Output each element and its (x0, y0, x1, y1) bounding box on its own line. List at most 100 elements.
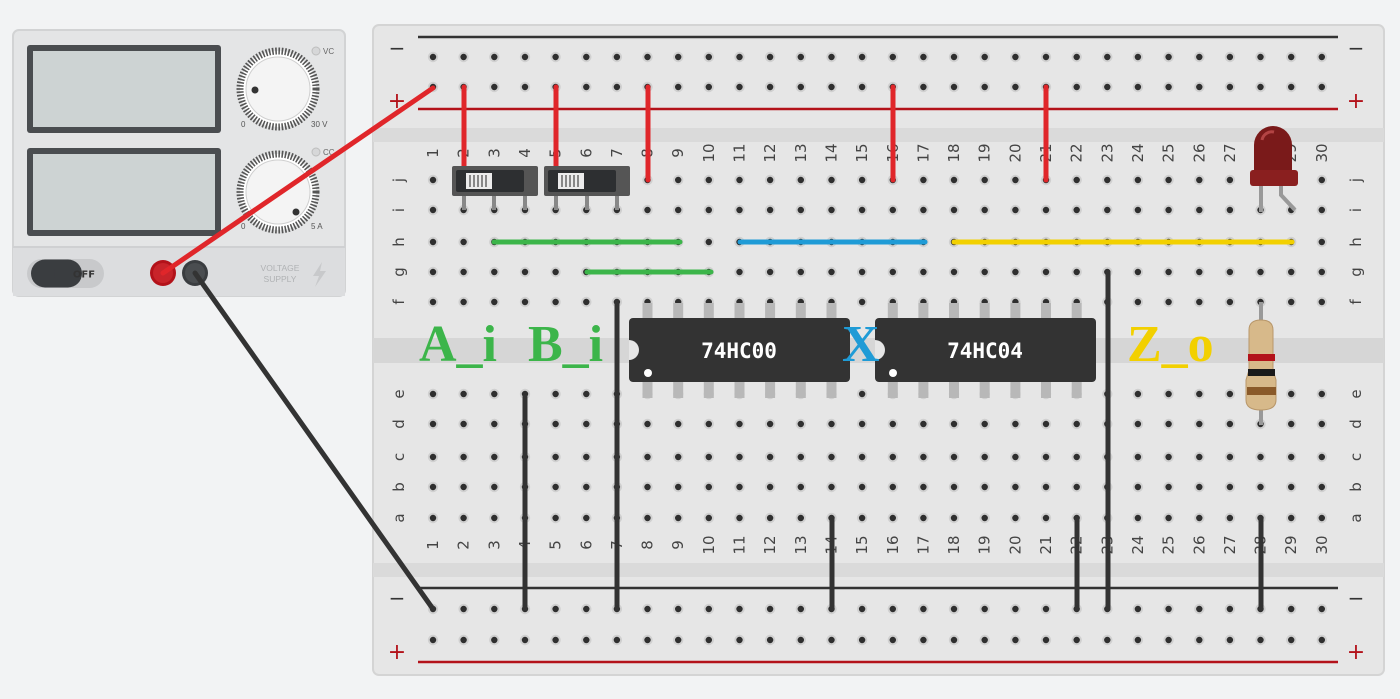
breadboard-hole[interactable] (918, 512, 929, 524)
breadboard-hole[interactable] (1286, 418, 1297, 430)
breadboard-hole[interactable] (427, 418, 439, 430)
breadboard-hole[interactable] (1316, 603, 1328, 615)
breadboard-hole[interactable] (1040, 51, 1052, 63)
breadboard-hole[interactable] (1071, 174, 1082, 186)
breadboard-hole[interactable] (1224, 204, 1236, 216)
breadboard-hole[interactable] (550, 634, 561, 646)
breadboard-hole[interactable] (948, 481, 960, 493)
breadboard-hole[interactable] (1316, 418, 1328, 430)
breadboard-hole[interactable] (948, 266, 960, 278)
breadboard-hole[interactable] (1194, 451, 1205, 463)
breadboard-hole[interactable] (427, 236, 439, 248)
breadboard-hole[interactable] (1010, 174, 1021, 186)
breadboard-hole[interactable] (887, 512, 898, 524)
breadboard-hole[interactable] (1163, 634, 1174, 646)
breadboard-hole[interactable] (673, 81, 684, 93)
breadboard-hole[interactable] (1132, 81, 1144, 93)
breadboard-hole[interactable] (458, 266, 469, 278)
breadboard-hole[interactable] (1224, 418, 1236, 430)
breadboard-hole[interactable] (458, 512, 469, 524)
slide-switch[interactable] (544, 166, 630, 210)
breadboard-hole[interactable] (1132, 512, 1144, 524)
breadboard-hole[interactable] (1071, 451, 1082, 463)
breadboard-hole[interactable] (1286, 266, 1297, 278)
breadboard-hole[interactable] (1286, 603, 1297, 615)
breadboard-hole[interactable] (856, 388, 868, 400)
breadboard-hole[interactable] (458, 481, 469, 493)
breadboard-hole[interactable] (1010, 451, 1021, 463)
breadboard-hole[interactable] (1224, 603, 1236, 615)
breadboard-hole[interactable] (1316, 634, 1328, 646)
slide-switch[interactable] (452, 166, 538, 210)
breadboard-hole[interactable] (1040, 204, 1052, 216)
breadboard-hole[interactable] (1224, 266, 1236, 278)
breadboard-hole[interactable] (1224, 634, 1236, 646)
breadboard-hole[interactable] (427, 296, 439, 308)
breadboard-hole[interactable] (734, 634, 745, 646)
breadboard-hole[interactable] (1132, 266, 1144, 278)
breadboard-hole[interactable] (1194, 603, 1205, 615)
breadboard-hole[interactable] (1132, 451, 1144, 463)
breadboard-hole[interactable] (979, 451, 990, 463)
breadboard-hole[interactable] (1102, 81, 1113, 93)
breadboard-hole[interactable] (519, 266, 531, 278)
breadboard-hole[interactable] (979, 418, 990, 430)
breadboard-hole[interactable] (519, 296, 531, 308)
breadboard-hole[interactable] (948, 51, 960, 63)
breadboard-hole[interactable] (458, 603, 469, 615)
breadboard-hole[interactable] (1194, 266, 1205, 278)
breadboard-hole[interactable] (1194, 174, 1205, 186)
breadboard-hole[interactable] (918, 418, 929, 430)
breadboard-hole[interactable] (703, 174, 714, 186)
breadboard-hole[interactable] (1163, 51, 1174, 63)
breadboard-hole[interactable] (1286, 481, 1297, 493)
breadboard-hole[interactable] (795, 266, 806, 278)
breadboard-hole[interactable] (1040, 266, 1052, 278)
breadboard-hole[interactable] (1286, 634, 1297, 646)
breadboard-hole[interactable] (1040, 603, 1052, 615)
breadboard-hole[interactable] (856, 603, 868, 615)
breadboard-hole[interactable] (1194, 51, 1205, 63)
breadboard-hole[interactable] (1286, 296, 1297, 308)
breadboard-hole[interactable] (611, 81, 623, 93)
voltage-knob[interactable] (236, 47, 320, 131)
breadboard-hole[interactable] (427, 512, 439, 524)
breadboard-hole[interactable] (1010, 634, 1021, 646)
breadboard-hole[interactable] (489, 266, 500, 278)
breadboard-hole[interactable] (642, 418, 653, 430)
breadboard-hole[interactable] (826, 451, 837, 463)
power-switch[interactable]: OFF (27, 259, 104, 288)
breadboard-hole[interactable] (703, 451, 714, 463)
breadboard-hole[interactable] (673, 174, 684, 186)
breadboard-hole[interactable] (673, 418, 684, 430)
breadboard-hole[interactable] (1102, 51, 1113, 63)
breadboard-hole[interactable] (948, 204, 960, 216)
breadboard-hole[interactable] (734, 451, 745, 463)
breadboard-hole[interactable] (1194, 204, 1205, 216)
supply-negative-lead[interactable] (192, 270, 436, 612)
breadboard-hole[interactable] (642, 481, 653, 493)
breadboard-hole[interactable] (1316, 296, 1328, 308)
breadboard-hole[interactable] (795, 451, 806, 463)
breadboard-hole[interactable] (795, 634, 806, 646)
breadboard-hole[interactable] (918, 51, 929, 63)
breadboard-hole[interactable] (1010, 512, 1021, 524)
breadboard-hole[interactable] (1132, 204, 1144, 216)
breadboard-hole[interactable] (764, 418, 776, 430)
breadboard-hole[interactable] (734, 266, 745, 278)
breadboard-hole[interactable] (979, 174, 990, 186)
breadboard-hole[interactable] (1224, 388, 1236, 400)
breadboard-hole[interactable] (856, 81, 868, 93)
breadboard-hole[interactable] (734, 603, 745, 615)
breadboard-hole[interactable] (1010, 81, 1021, 93)
breadboard-hole[interactable] (1224, 51, 1236, 63)
breadboard-hole[interactable] (458, 451, 469, 463)
breadboard-hole[interactable] (795, 512, 806, 524)
breadboard-hole[interactable] (979, 51, 990, 63)
breadboard-hole[interactable] (887, 51, 898, 63)
breadboard-hole[interactable] (734, 174, 745, 186)
breadboard-hole[interactable] (581, 296, 592, 308)
breadboard-hole[interactable] (1163, 481, 1174, 493)
breadboard-hole[interactable] (581, 388, 592, 400)
breadboard-hole[interactable] (458, 296, 469, 308)
